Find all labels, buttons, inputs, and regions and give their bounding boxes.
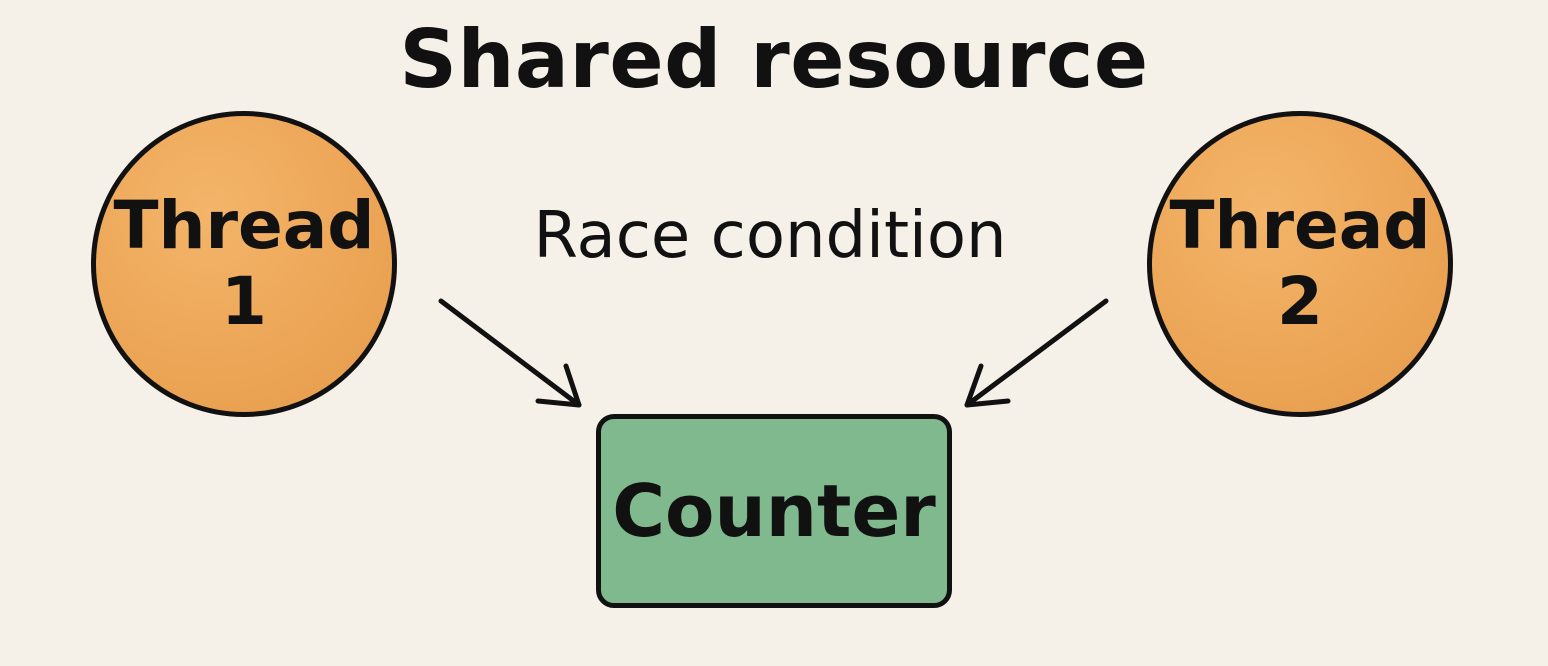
thread-1-label-line1: Thread	[113, 187, 375, 264]
diagram-title: Shared resource	[399, 13, 1149, 106]
counter-node: Counter	[596, 414, 952, 608]
thread-1-label-line2: 1	[221, 263, 267, 340]
thread-1-node: Thread 1	[91, 111, 397, 417]
counter-label: Counter	[612, 469, 936, 553]
arrow-thread-1-to-counter	[438, 298, 582, 408]
thread-2-node: Thread 2	[1147, 111, 1453, 417]
arrow-thread-2-to-counter	[964, 298, 1109, 408]
thread-2-label-line2: 2	[1277, 263, 1323, 340]
race-condition-label: Race condition	[533, 199, 1007, 273]
thread-2-label-line1: Thread	[1169, 187, 1431, 264]
